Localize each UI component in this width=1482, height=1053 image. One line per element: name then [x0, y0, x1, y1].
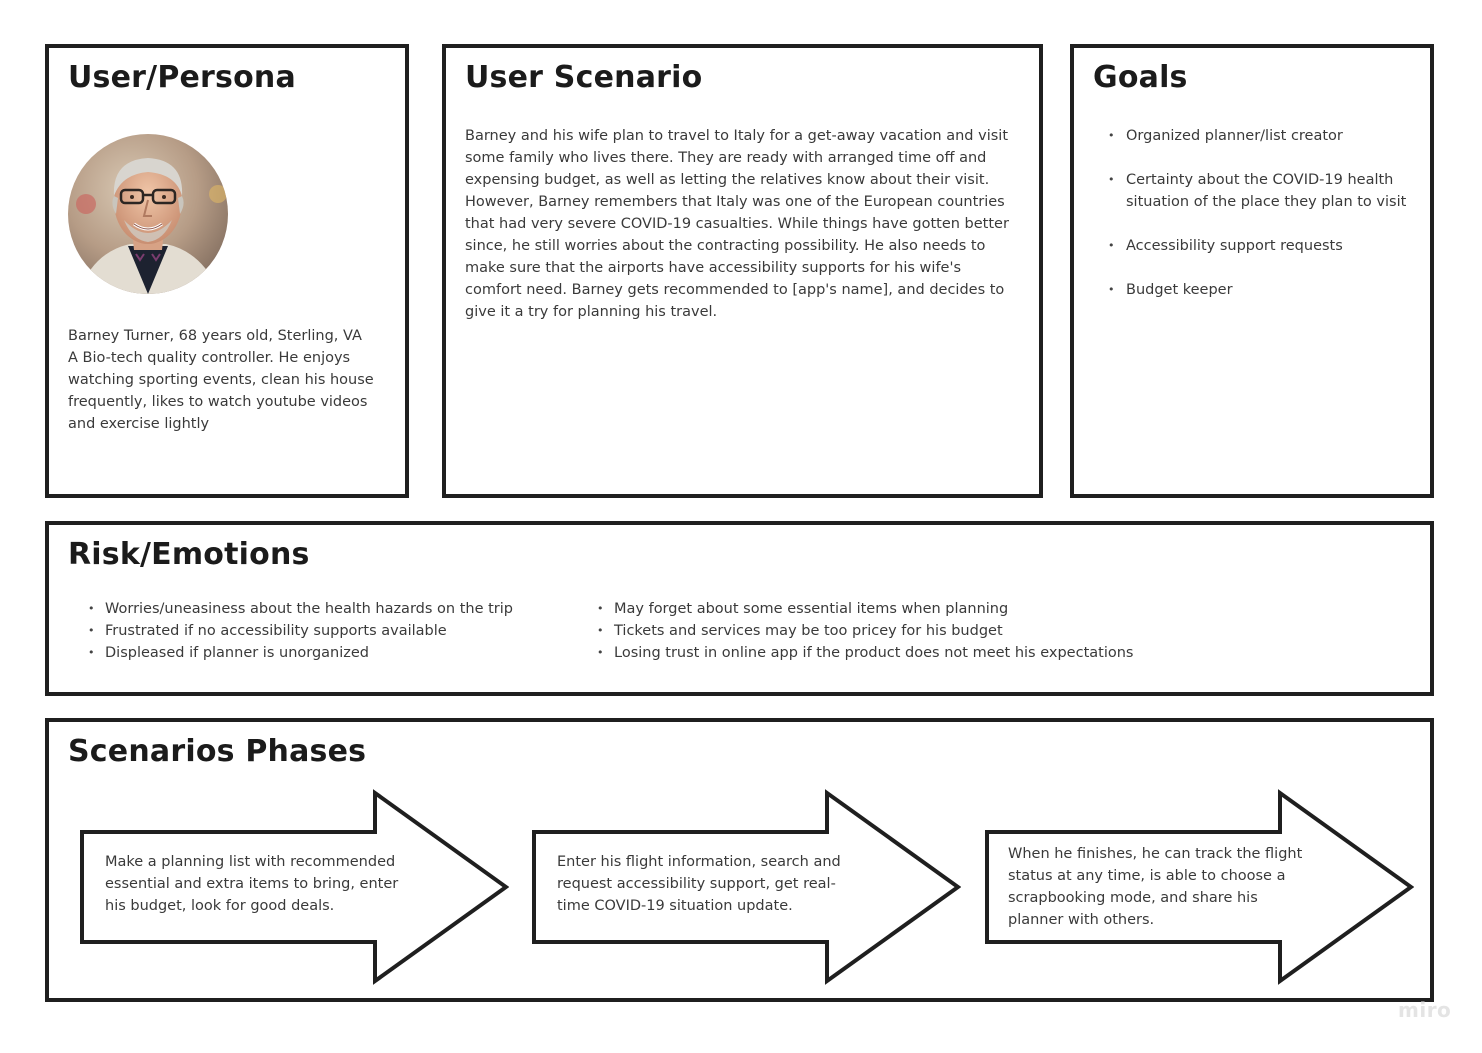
- scenario-title: User Scenario: [465, 60, 703, 95]
- goal-item: Accessibility support requests: [1094, 235, 1414, 257]
- risk-item: Losing trust in online app if the produc…: [581, 642, 1401, 664]
- phase-arrow-2: Enter his flight information, search and…: [531, 789, 961, 985]
- arrow-shape-icon: [80, 789, 509, 985]
- risk-item: Tickets and services may be too pricey f…: [581, 620, 1401, 642]
- phase-text: Enter his flight information, search and…: [557, 854, 841, 914]
- risk-item: Displeased if planner is unorganized: [72, 642, 552, 664]
- persona-card: User/Persona: [45, 44, 409, 498]
- risk-title: Risk/Emotions: [68, 537, 310, 572]
- user-scenario-card: User Scenario Barney and his wife plan t…: [442, 44, 1043, 498]
- persona-demographics: Barney Turner, 68 years old, Sterling, V…: [68, 328, 362, 344]
- persona-title: User/Persona: [68, 60, 296, 95]
- miro-watermark-logo: miro: [1398, 998, 1452, 1022]
- phase-text: Make a planning list with recommended es…: [105, 854, 399, 914]
- goal-item: Organized planner/list creator: [1094, 125, 1414, 147]
- goals-card: Goals Organized planner/list creator Cer…: [1070, 44, 1434, 498]
- risk-list-left: Worries/uneasiness about the health haza…: [72, 598, 552, 664]
- phases-title: Scenarios Phases: [68, 734, 367, 769]
- goal-item: Budget keeper: [1094, 279, 1414, 301]
- persona-photo-illustration: [68, 134, 228, 294]
- risk-emotions-card: Risk/Emotions Worries/uneasiness about t…: [45, 521, 1434, 696]
- phase-arrow-1: Make a planning list with recommended es…: [79, 789, 509, 985]
- scenario-phases-card: Scenarios Phases Make a planning list wi…: [45, 718, 1434, 1002]
- risk-item: Frustrated if no accessibility supports …: [72, 620, 552, 642]
- goals-list: Organized planner/list creator Certainty…: [1094, 125, 1414, 323]
- goal-item: Certainty about the COVID-19 health situ…: [1094, 169, 1414, 213]
- arrow-shape-icon: [985, 789, 1414, 985]
- risk-item: May forget about some essential items wh…: [581, 598, 1401, 620]
- persona-photo: [68, 134, 228, 294]
- arrow-shape-icon: [532, 789, 961, 985]
- risk-item: Worries/uneasiness about the health haza…: [72, 598, 552, 620]
- risk-list-right: May forget about some essential items wh…: [581, 598, 1401, 664]
- goals-title: Goals: [1093, 60, 1188, 95]
- persona-occupation-hobbies: A Bio-tech quality controller. He enjoys…: [68, 350, 374, 432]
- persona-description: Barney Turner, 68 years old, Sterling, V…: [68, 325, 388, 435]
- scenario-text: Barney and his wife plan to travel to It…: [465, 128, 1009, 320]
- phase-text: When he finishes, he can track the fligh…: [1008, 846, 1303, 928]
- phase-arrow-3: When he finishes, he can track the fligh…: [984, 789, 1414, 985]
